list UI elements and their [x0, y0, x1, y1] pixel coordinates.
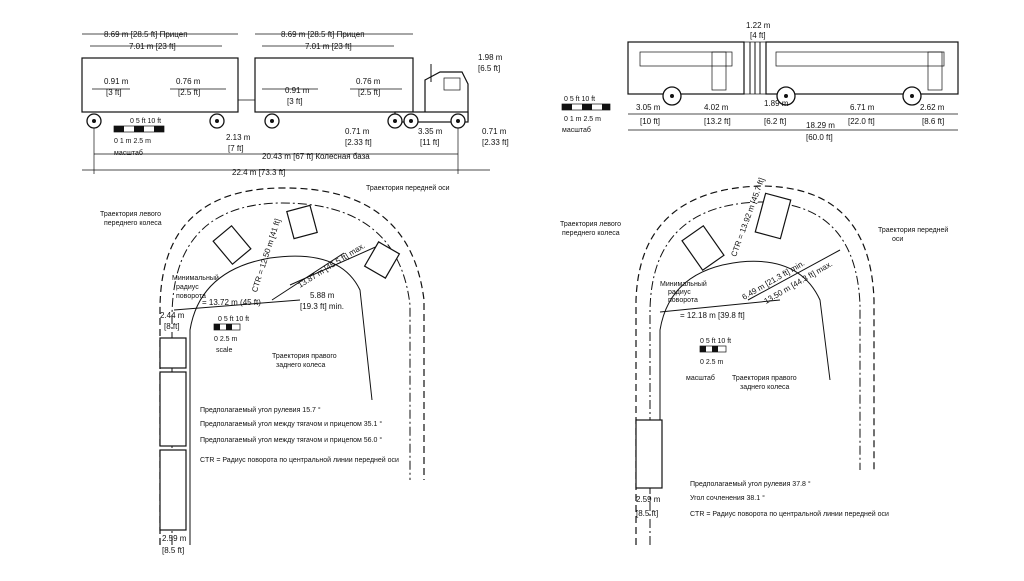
- dim-213: 2.13 m: [226, 133, 251, 142]
- dim-198-ft: [6.5 ft]: [478, 64, 500, 73]
- dim-091-b-ft: [3 ft]: [287, 97, 303, 106]
- truck-outer-path: [159, 187, 425, 545]
- bus-turn-scale-m: 0 2.5 m: [700, 359, 724, 366]
- dim-701-a: 7.01 m [23 ft]: [129, 42, 176, 51]
- bus-outer-path: [635, 185, 875, 545]
- bus-dim-259: 2.59 m: [636, 495, 661, 504]
- truck-scale-m: 0 1 m 2.5 m: [114, 138, 151, 145]
- truck-radius-588-ft: [19.3 ft] min.: [300, 302, 344, 311]
- truck-front-path-label-1: Траектория левого: [100, 211, 161, 218]
- bus-turn-scale-ft: 0 5 ft 10 ft: [700, 338, 731, 345]
- bus-dim-262-ft: [8.6 ft]: [922, 117, 944, 126]
- bus-rear-section: [765, 41, 959, 95]
- truck-radius-1372: = 13.72 m (45 ft): [202, 298, 261, 307]
- truck-min-radius-1: Минимальный: [172, 274, 219, 282]
- truck-ctr: CTR = 12.50 m [41 ft]: [250, 218, 282, 294]
- truck-dim-259: 2.59 m: [162, 534, 187, 543]
- truck-side-view: 8.69 m [28.5 ft] Прицеп 8.69 m [28.5 ft]…: [81, 30, 509, 177]
- bus-dim-262: 2.62 m: [920, 103, 945, 112]
- bus-front-path-label-1: Траектория левого: [560, 221, 621, 228]
- truck-front-path-label-2: переднего колеса: [104, 220, 162, 227]
- truck-scale-label: масштаб: [114, 149, 143, 157]
- bus-front-path-label-2: переднего колеса: [562, 230, 620, 237]
- dim-076-a-ft: [2.5 ft]: [178, 88, 200, 97]
- truck-right-path-1: Траектория правого: [272, 353, 337, 360]
- bus-turn-rear: [635, 419, 663, 489]
- dim-701-b: 7.01 m [23 ft]: [305, 42, 352, 51]
- bus-front-section: [627, 41, 745, 95]
- bus-rear-path-label-2: оси: [892, 236, 903, 243]
- bus-legend-3: CTR = Радиус поворота по центральной лин…: [690, 510, 889, 518]
- truck-radius-588: 5.88 m: [310, 291, 335, 300]
- trailer-2-body: [254, 57, 414, 113]
- truck-turn-scale-ft: 0 5 ft 10 ft: [218, 316, 249, 323]
- truck-min-radius-3: поворота: [176, 293, 206, 300]
- bus-dim-305: 3.05 m: [636, 103, 661, 112]
- truck-turn-scale-label: scale: [216, 347, 232, 354]
- bus-legend-1: Предполагаемый угол рулевия 37.8 °: [690, 480, 811, 488]
- dim-335-ft: [11 ft]: [420, 138, 439, 147]
- truck-scale-ft: 0 5 ft 10 ft: [130, 118, 161, 125]
- dim-top-trailer2: 8.69 m [28.5 ft] Прицеп: [281, 30, 365, 39]
- bus-dim-402-ft: [13.2 ft]: [704, 117, 731, 126]
- bus-dim-671: 6.71 m: [850, 103, 875, 112]
- dim-091-b: 0.91 m: [285, 86, 310, 95]
- bus-rear-path-label-1: Траектория передней: [878, 226, 948, 234]
- bus-side-view: 1.22 m [4 ft] 3.05 m [10 ft] 4.02 m [13.…: [561, 21, 959, 142]
- dim-071-a-ft: [2.33 ft]: [345, 138, 372, 147]
- dim-335: 3.35 m: [418, 127, 443, 136]
- dim-076-b-ft: [2.5 ft]: [358, 88, 380, 97]
- bus-turning-path: Траектория левого переднего колеса Траек…: [560, 177, 948, 545]
- bus-dim-1829: 18.29 m: [806, 121, 835, 130]
- dim-091-a-ft: [3 ft]: [106, 88, 122, 97]
- truck-legend-3: Предполагаемый угол между тягачом и приц…: [200, 436, 382, 444]
- bus-legend-2: Угол сочленения 38.1 °: [690, 494, 765, 502]
- truck-dim-244: 2.44 m: [160, 311, 185, 320]
- bus-right-path-2: заднего колеса: [740, 384, 790, 391]
- bus-dim-671-ft: [22.0 ft]: [848, 117, 875, 126]
- truck-rear-path-label: Траектория передней оси: [366, 184, 450, 192]
- bus-min-radius-3: поворота: [668, 297, 698, 304]
- truck-dim-259-ft: [8.5 ft]: [162, 546, 184, 555]
- dim-198: 1.98 m: [478, 53, 503, 62]
- truck-legend-4: CTR = Радиус поворота по центральной лин…: [200, 456, 399, 464]
- bus-dim-1829-ft: [60.0 ft]: [806, 133, 833, 142]
- bus-dim-189-ft: [6.2 ft]: [764, 117, 786, 126]
- dim-091-a: 0.91 m: [104, 77, 129, 86]
- bus-dim-259-ft: [8.5 ft]: [636, 509, 658, 518]
- bus-radius-1218: = 12.18 m [39.8 ft]: [680, 311, 745, 320]
- dim-wheelbase: 20.43 m [67 ft] Колесная база: [262, 152, 370, 161]
- bus-dim-122-ft: [4 ft]: [750, 31, 766, 40]
- truck-turn-scale-m: 0 2.5 m: [214, 336, 238, 343]
- truck-min-radius-2: радиус: [176, 284, 199, 291]
- trailer-1-body: [81, 57, 239, 113]
- dim-213-ft: [7 ft]: [228, 144, 244, 153]
- dim-top-trailer1: 8.69 m [28.5 ft] Прицеп: [104, 30, 188, 39]
- bus-dim-189: 1.89 m: [764, 99, 789, 108]
- truck-turning-path: Траектория левого переднего колеса Траек…: [100, 184, 450, 555]
- bus-dim-305-ft: [10 ft]: [640, 117, 660, 126]
- bus-dim-122: 1.22 m: [746, 21, 771, 30]
- bus-scale-m: 0 1 m 2.5 m: [564, 116, 601, 123]
- truck-legend-2: Предполагаемый угол между тягачом и приц…: [200, 420, 382, 428]
- dim-071-a: 0.71 m: [345, 127, 370, 136]
- truck-right-path-2: заднего колеса: [276, 362, 326, 369]
- bus-scale-ft: 0 5 ft 10 ft: [564, 96, 595, 103]
- bus-right-path-1: Траектория правого: [732, 375, 797, 382]
- bus-min-radius-1: Минимальный: [660, 280, 707, 288]
- truck-tractor-turn: [159, 337, 187, 369]
- dim-071-b-ft: [2.33 ft]: [482, 138, 509, 147]
- dim-076-a: 0.76 m: [176, 77, 201, 86]
- bus-dim-402: 4.02 m: [704, 103, 729, 112]
- bus-min-radius-2: радиус: [668, 289, 691, 296]
- dim-071-b: 0.71 m: [482, 127, 507, 136]
- dim-076-b: 0.76 m: [356, 77, 381, 86]
- dim-total: 22.4 m [73.3 ft]: [232, 168, 285, 177]
- truck-dim-244-ft: [8 ft]: [164, 322, 180, 331]
- truck-legend-1: Предполагаемый угол рулевия 15.7 °: [200, 406, 321, 414]
- bus-turn-scale-label: масштаб: [686, 374, 715, 382]
- bus-scale-label: масштаб: [562, 126, 591, 134]
